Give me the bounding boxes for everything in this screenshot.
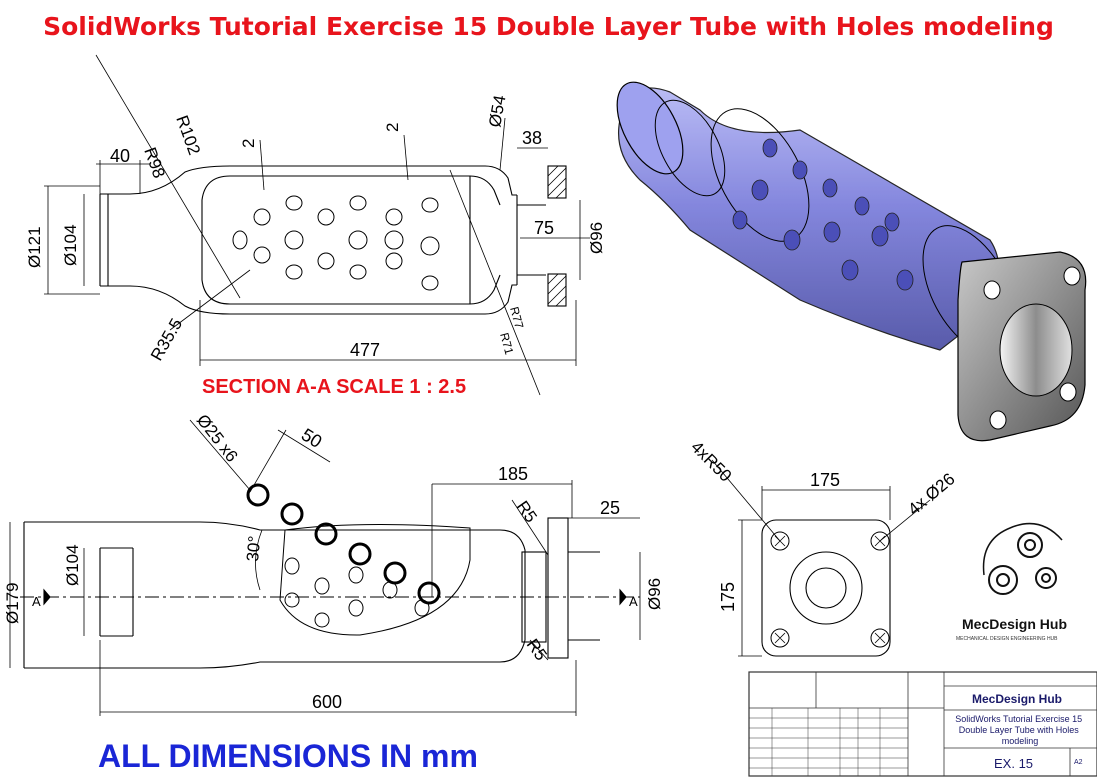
section-marker-left: A — [32, 594, 41, 609]
section-a-a-view — [44, 54, 590, 396]
page-title: SolidWorks Tutorial Exercise 15 Double L… — [43, 12, 1054, 41]
dim-185: 185 — [498, 464, 528, 484]
title-block-text: MecDesign Hub SolidWorks Tutorial Exerci… — [955, 692, 1084, 771]
dimension-units-note: ALL DIMENSIONS IN mm — [98, 738, 478, 774]
dim-angle-30: 30° — [243, 535, 264, 562]
section-holes — [232, 195, 440, 291]
title-block-title-line1: SolidWorks Tutorial Exercise 15 — [955, 714, 1082, 724]
title-block-title-line3: modeling — [1002, 736, 1039, 746]
title-block-dwg-no: EX. 15 — [994, 756, 1033, 771]
dim-d179: Ø179 — [3, 582, 22, 624]
title-block-company: MecDesign Hub — [972, 692, 1062, 706]
dim-wall-2b: 2 — [383, 123, 402, 132]
title-block — [748, 671, 1097, 777]
dim-38: 38 — [522, 128, 542, 148]
dim-spacing-50: 50 — [298, 424, 326, 452]
front-dimension-text: Ø25 x6 50 185 R5 25 30° Ø179 Ø104 Ø96 R5… — [3, 411, 664, 712]
logo-tagline: MECHANICAL DESIGN ENGINEERING HUB — [956, 636, 1058, 642]
title-block-title-line2: Double Layer Tube with Holes — [959, 725, 1080, 735]
dim-r102: R102 — [172, 113, 204, 158]
dim-4x-d26: 4x Ø26 — [904, 469, 958, 519]
mecdesign-hub-logo: MecDesign Hub MECHANICAL DESIGN ENGINEER… — [956, 522, 1067, 642]
logo-name: MecDesign Hub — [962, 616, 1067, 632]
dim-d96: Ø96 — [587, 222, 606, 254]
dim-holes-d25: Ø25 x6 — [193, 411, 242, 466]
dim-40: 40 — [110, 146, 130, 166]
flange-dimension-text: 4xR50 175 4x Ø26 175 — [687, 437, 958, 612]
section-label: SECTION A-A SCALE 1 : 2.5 — [202, 376, 467, 398]
dim-flange-width-175: 175 — [810, 470, 840, 490]
isometric-3d-model — [616, 81, 1087, 442]
dim-d96-front: Ø96 — [645, 578, 664, 610]
dim-r71: R71 — [497, 331, 516, 356]
dim-wall-2a: 2 — [239, 139, 258, 148]
dim-r35-5: R35.5 — [147, 315, 186, 364]
dim-477: 477 — [350, 340, 380, 360]
dim-d104: Ø104 — [61, 224, 80, 266]
dim-r77: R77 — [507, 305, 526, 330]
dim-d104-front: Ø104 — [63, 544, 82, 586]
flange-end-view — [711, 459, 931, 657]
dim-4xr50: 4xR50 — [687, 437, 735, 485]
dim-flange-height-175: 175 — [718, 582, 738, 612]
dim-d54: Ø54 — [485, 94, 509, 129]
title-block-drawing-title: SolidWorks Tutorial Exercise 15 Double L… — [955, 714, 1084, 746]
dim-75: 75 — [534, 218, 554, 238]
front-view — [9, 419, 641, 716]
dim-600: 600 — [312, 692, 342, 712]
section-dimension-text: 40 R98 R102 2 2 Ø54 38 Ø121 Ø104 75 Ø96 … — [25, 94, 606, 364]
section-marker-right: A — [629, 594, 638, 609]
title-block-sheet-size: A2 — [1074, 759, 1083, 766]
dim-r5-top: R5 — [513, 497, 541, 526]
dim-d121: Ø121 — [25, 226, 44, 268]
dim-25: 25 — [600, 498, 620, 518]
dim-r98: R98 — [140, 145, 169, 181]
